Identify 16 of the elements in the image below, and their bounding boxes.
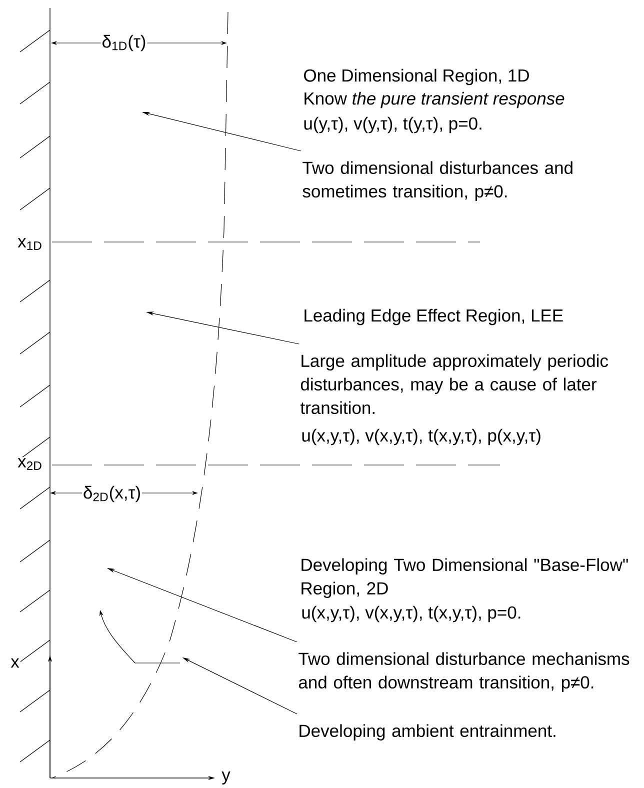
label-text: Know the pure transient response	[302, 90, 566, 110]
label-text: y	[220, 770, 232, 786]
label-text: x$_{1D}$	[16, 237, 44, 251]
label-text: δ$_{2D}$(x,τ)	[82, 484, 142, 504]
label-text: u(x,y,τ), v(x,y,τ), t(x,y,τ), p(x,y,τ)	[300, 428, 542, 446]
label-text: x$_{2D}$	[16, 457, 44, 471]
label-text: u(y,τ), v(y,τ), t(y,τ), p=0.	[302, 116, 484, 134]
label-text: x	[10, 657, 20, 669]
note-text: Two dimensional disturbance mechanisms and often downstream transition, p≠0.	[298, 652, 630, 692]
label-text: u(x,y,τ), v(x,y,τ), t(x,y,τ), p=0.	[300, 604, 523, 624]
note-text: Large amplitude approximately periodic disturbances, may be a cause of later transition.	[300, 354, 608, 414]
note-text: Two dimensional disturbances and sometimes transition, p≠0.	[302, 161, 572, 202]
label-text: Leading Edge Effect Region, LEE	[302, 308, 565, 326]
label-text: δ$_{1D}$(τ)	[100, 34, 148, 52]
note-text: Developing ambient entrainment.	[300, 724, 556, 741]
label-text: One Dimensional Region, 1D	[302, 68, 531, 86]
